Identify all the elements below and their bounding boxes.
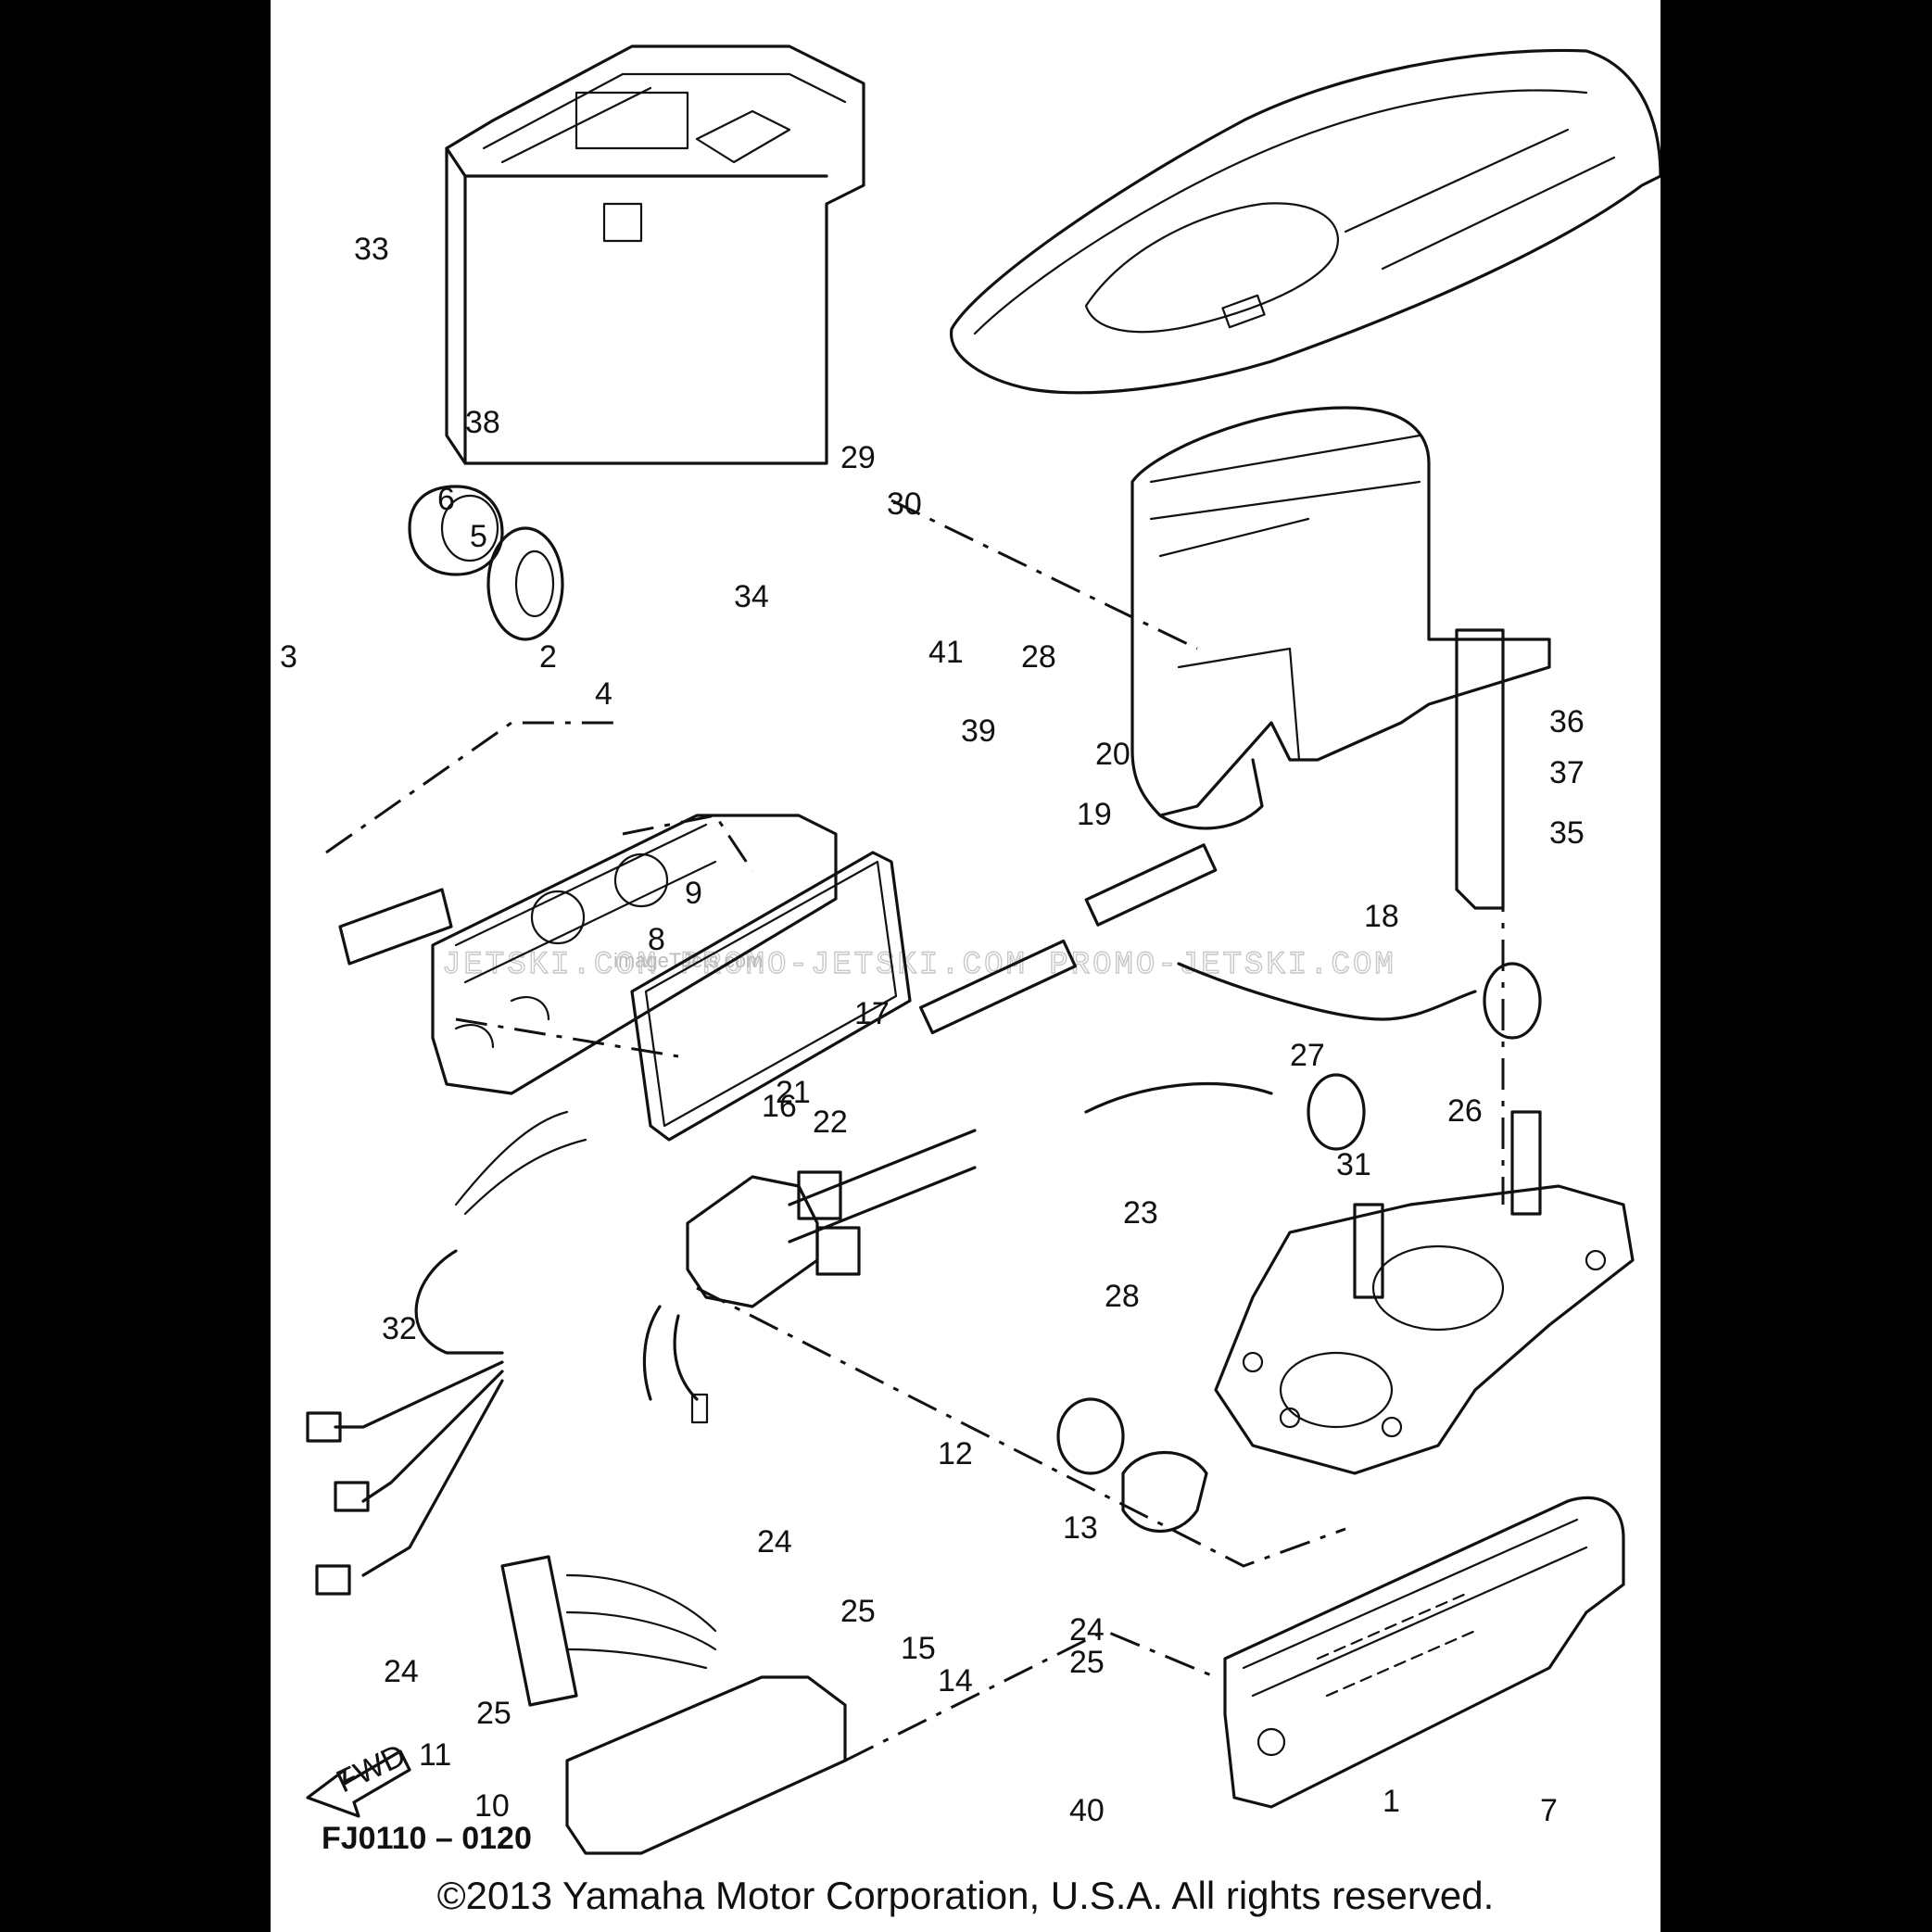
part-label: 25 [840,1594,876,1629]
plug-cap-1 [1483,962,1542,1040]
part-label: 22 [813,1105,848,1140]
relay-boot-drawing [1121,1450,1208,1533]
part-label: 41 [928,635,964,670]
hose-17 [919,939,1077,1035]
parts-diagram: JETSKI.COM PROMO-JETSKI.COM PROMO-JETSKI… [280,44,1661,1856]
plug-wire-2 [1084,1082,1273,1114]
part-labels: 1 2 3 4 5 6 7 8 9 10 11 12 13 14 15 16 1… [280,232,1585,1828]
part-label: 11 [419,1737,451,1773]
part-label: 12 [938,1436,973,1471]
part-label: 23 [1123,1195,1158,1231]
part-label: 15 [901,1631,936,1666]
cylinder-drawing [1214,1184,1635,1475]
part-label: 28 [1105,1279,1140,1314]
part-label: 29 [840,440,876,475]
part-label: 35 [1549,815,1585,851]
part-label: 27 [1290,1038,1325,1073]
part-label: 24 [1069,1612,1105,1648]
part-label: 24 [757,1524,792,1559]
part-label: 32 [382,1311,417,1346]
copyright-text: ©2013 Yamaha Motor Corporation, U.S.A. A… [436,1874,1495,1917]
plug-cap-2 [1307,1073,1366,1151]
diagram-panel: JETSKI.COM PROMO-JETSKI.COM PROMO-JETSKI… [271,0,1661,1932]
part-label: 13 [1063,1510,1098,1546]
part-label: 30 [887,486,922,522]
label-sheet [338,888,453,966]
electrical-box-drawing [431,814,838,1095]
part-label: 36 [1549,704,1585,739]
ignition-coil-drawing [642,1129,977,1424]
part-label: 6 [437,482,455,517]
part-label: 31 [1336,1147,1371,1182]
part-label: 14 [938,1663,973,1698]
cdi-housing-drawing [1223,1496,1625,1809]
part-label: 2 [539,639,557,675]
rectifier-drawing [500,1555,847,1855]
figure-code: FJ0110 – 0120 [322,1821,532,1856]
part-label: 39 [961,713,996,749]
plug-wire-1 [1177,962,1477,1021]
part-label: 37 [1549,755,1585,790]
part-label: 25 [1069,1645,1105,1680]
leader-lines [325,499,1505,1762]
part-label: 18 [1364,899,1399,934]
part-label: 1 [1383,1784,1400,1819]
hull-drawing [950,48,1661,395]
gasket-drawing [630,851,912,1142]
hose-19 [1084,843,1218,927]
part-label: 38 [465,405,500,440]
spark-plug-2 [1353,1203,1384,1299]
part-label: 21 [776,1075,811,1110]
part-label: 26 [1447,1093,1483,1129]
part-label: 7 [1540,1793,1558,1828]
part-label: 33 [354,232,389,267]
fwd-label: FWD [331,1737,410,1799]
part-label: 10 [474,1788,510,1824]
part-label: 4 [595,676,612,712]
part-label: 8 [648,922,665,957]
part-label: 25 [476,1696,511,1731]
part-label: 40 [1069,1793,1105,1828]
part-label: 9 [685,876,702,911]
part-label: 34 [734,579,769,614]
part-label: 20 [1095,737,1130,772]
fwd-arrow: FWD [306,1737,411,1818]
cap-drawing [408,485,564,641]
part-label: 28 [1021,639,1056,675]
part-label: 5 [470,519,487,554]
battery-drawing [445,44,865,465]
relay-drawing [1056,1397,1125,1475]
part-label: 16 [762,1089,797,1124]
part-label: 24 [384,1654,419,1689]
spark-plug-1 [1510,1110,1542,1216]
part-label: 3 [280,639,297,675]
gasket-inner [644,860,898,1128]
wire-harness-drawing [306,1110,587,1596]
watermark-text: JETSKI.COM PROMO-JETSKI.COM PROMO-JETSKI… [442,948,1396,983]
sensor-drawing [1455,628,1505,910]
intake-drawing [1130,406,1551,830]
part-label: 19 [1077,797,1112,832]
part-label: 17 [854,996,890,1031]
